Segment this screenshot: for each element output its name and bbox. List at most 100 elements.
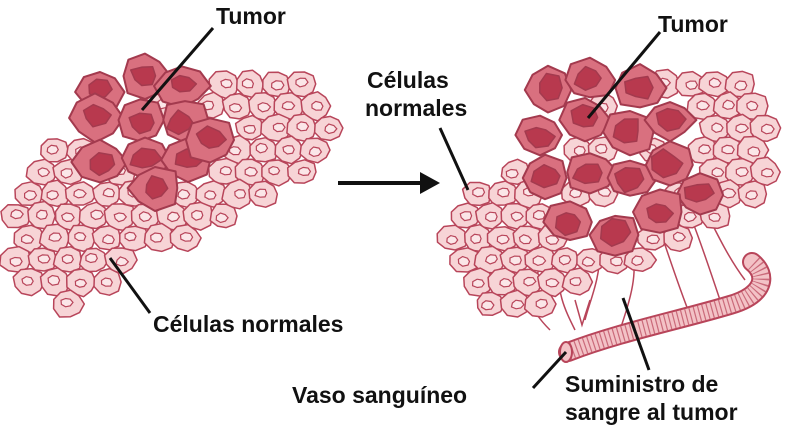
normal-nucleus [472, 187, 486, 198]
tumor-nucleus [166, 109, 194, 136]
normal-nucleus [243, 124, 257, 135]
normal-nucleus [558, 254, 572, 266]
tumor-nucleus [524, 126, 556, 149]
normal-nucleus [532, 255, 547, 267]
leader-supply [621, 297, 651, 371]
normal-nucleus [646, 234, 661, 245]
normal-nucleus [191, 209, 204, 221]
normal-nucleus [100, 277, 113, 287]
normal-nucleus [711, 122, 724, 134]
right-normal-cells [436, 68, 782, 318]
normal-nucleus [21, 275, 34, 286]
normal-nucleus [254, 188, 268, 198]
vessel-rings [565, 255, 770, 360]
normal-nucleus [255, 142, 269, 154]
tumor-nucleus [170, 74, 198, 93]
tumor-nucleus [614, 167, 645, 194]
normal-nucleus [505, 168, 519, 179]
label-supply-line2: sangre al tumor [565, 399, 738, 425]
normal-nucleus [722, 99, 736, 110]
leader-tumor-left [140, 27, 215, 111]
normal-nucleus [510, 299, 525, 310]
normal-nucleus [150, 232, 164, 243]
tumor-nucleus [82, 103, 112, 128]
left-tumor-cells [68, 52, 235, 212]
normal-nucleus [523, 276, 537, 287]
normal-nucleus [683, 211, 697, 223]
normal-nucleus [446, 234, 459, 245]
normal-nucleus [484, 254, 498, 265]
normal-nucleus [746, 100, 759, 112]
normal-nucleus [509, 255, 522, 266]
tumor-nucleus [683, 183, 715, 203]
normal-nucleus [311, 100, 324, 111]
tumor-nucleus [145, 175, 169, 200]
normal-nucleus [60, 212, 75, 223]
normal-nucleus [595, 143, 608, 154]
normal-nucleus [484, 211, 498, 223]
normal-nucleus [179, 231, 194, 242]
normal-nucleus [124, 231, 137, 242]
normal-nucleus [257, 102, 272, 113]
leader-normal-left [108, 257, 152, 314]
label-normal-right-line1: Células [367, 67, 449, 93]
normal-nucleus [24, 189, 38, 201]
label-supply: Suministro de sangre al tumor [565, 370, 738, 426]
normal-nucleus [308, 146, 323, 158]
normal-nucleus [228, 146, 242, 156]
tumor-nucleus [573, 65, 602, 91]
tumor-nucleus [599, 217, 632, 247]
normal-nucleus [35, 209, 48, 220]
normal-nucleus [115, 256, 130, 267]
normal-nucleus [734, 80, 748, 91]
leader-normal-right [438, 127, 470, 191]
normal-nucleus [761, 167, 775, 178]
normal-nucleus [204, 190, 217, 200]
tumor-nucleus [554, 212, 582, 237]
normal-nucleus [244, 166, 259, 177]
normal-nucleus [281, 101, 296, 111]
normal-nucleus [166, 211, 181, 223]
normal-nucleus [48, 232, 63, 242]
normal-nucleus [268, 165, 281, 176]
normal-nucleus [721, 144, 735, 155]
label-supply-line1: Suministro de [565, 371, 719, 397]
normal-nucleus [510, 211, 524, 222]
normal-nucleus [672, 231, 687, 242]
normal-nucleus [60, 297, 74, 308]
normal-nucleus [297, 166, 312, 177]
label-normal-right-line2: normales [365, 95, 468, 121]
arrow-head [420, 172, 440, 194]
leader-lines [108, 27, 662, 390]
tumor-nucleus [572, 163, 603, 185]
normal-nucleus [696, 100, 711, 111]
normal-nucleus [760, 123, 775, 135]
normal-nucleus [46, 190, 60, 201]
tumor-nucleus [650, 148, 684, 179]
normal-nucleus [631, 255, 644, 267]
normal-nucleus [47, 274, 61, 286]
normal-nucleus [46, 144, 59, 155]
normal-nucleus [296, 121, 310, 132]
normal-nucleus [74, 278, 88, 288]
normal-nucleus [73, 188, 87, 199]
normal-nucleus [735, 123, 750, 134]
normal-nucleus [90, 209, 105, 221]
capillary [574, 299, 591, 328]
normal-nucleus [234, 188, 247, 199]
normal-nucleus [518, 234, 533, 245]
normal-nucleus [735, 166, 749, 178]
normal-nucleus [270, 80, 285, 91]
normal-nucleus [113, 212, 128, 223]
normal-nucleus [102, 187, 115, 198]
tumor-nucleus [195, 125, 227, 149]
normal-nucleus [74, 231, 87, 242]
tumor-nucleus [646, 203, 675, 224]
normal-nucleus [610, 256, 623, 267]
normal-nucleus [711, 167, 725, 178]
normal-nucleus [470, 233, 482, 245]
normal-nucleus [102, 234, 115, 245]
label-normal-left: Células normales [153, 311, 344, 337]
normal-nucleus [20, 234, 35, 245]
